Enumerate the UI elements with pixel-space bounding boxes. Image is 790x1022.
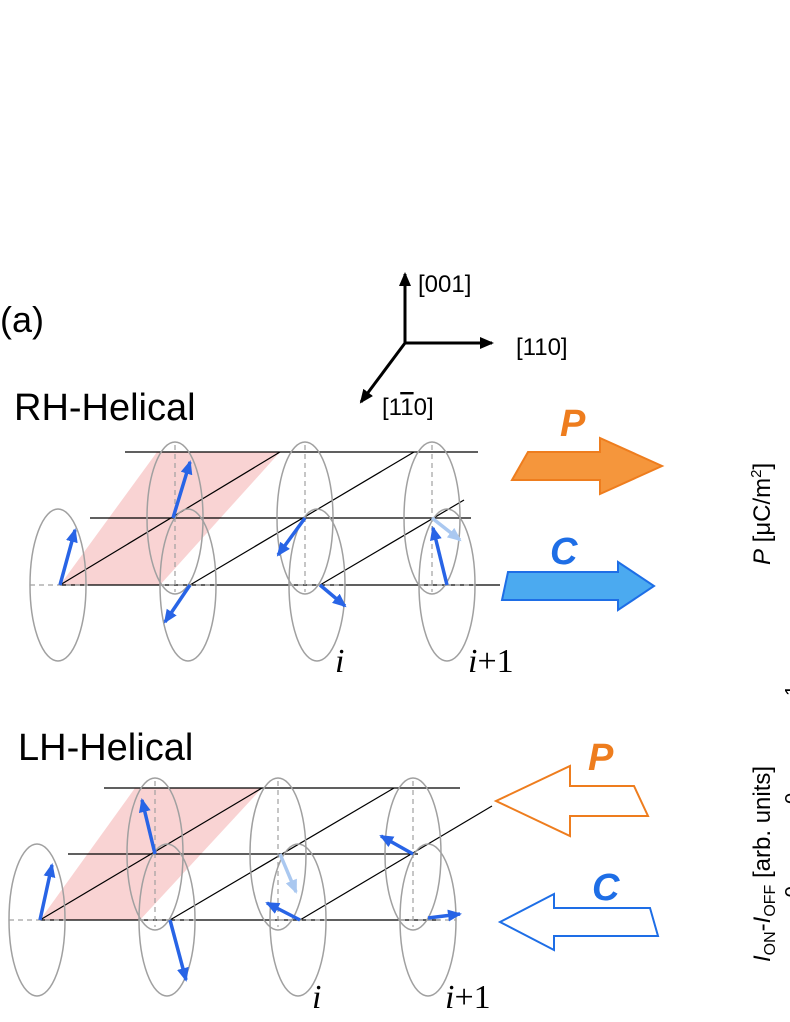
rh-spin-arrow-6 [430, 516, 462, 542]
rh-p-arrow [510, 436, 665, 496]
axis-110-label: [110] [516, 334, 568, 361]
panel-label: (a) [0, 299, 44, 340]
lh-site-i-label: i [312, 979, 321, 1016]
lh-p-label: P [588, 737, 614, 779]
lh-spin-arrow-2 [138, 798, 157, 855]
rh-site-i-label: i [335, 643, 344, 680]
intensity-tick-bottom: -0 [782, 886, 790, 904]
lh-spin-arrow-1 [38, 863, 56, 921]
lh-spin-arrow-7 [427, 909, 462, 922]
lh-site-i1-label: i+1 [445, 979, 491, 1016]
axis-001-label: [001] [418, 271, 471, 298]
rh-spin-arrow-3 [163, 584, 192, 624]
rh-site-i1-label: i+1 [468, 643, 514, 680]
rh-spin-arrow-1 [58, 528, 78, 586]
rh-spin-arrow-4 [276, 516, 307, 557]
rh-spin-arrow-2 [171, 460, 193, 519]
axis-1-10-arrow [359, 342, 407, 404]
crystal-axes: [001] [110] [110] [359, 271, 568, 421]
polarization-axis-label: P [μC/m2] [748, 463, 776, 565]
rh-c-arrow [500, 560, 656, 612]
rh-title: RH-Helical [14, 387, 196, 429]
rh-p-label: P [560, 403, 586, 445]
lh-p-arrow [493, 764, 650, 838]
rh-spin-arrow-7 [430, 526, 449, 586]
intensity-axis-label: ION-IOFF [arb. units] [749, 766, 779, 962]
lh-spin-arrow-4 [278, 853, 298, 894]
lh-c-label: C [592, 867, 620, 909]
lh-spin-arrow-5 [265, 901, 301, 922]
axis-1-10-label: [110] [382, 394, 434, 421]
rh-spin-arrow-5 [318, 583, 347, 608]
rh-helix-diagram [29, 441, 500, 662]
lh-c-arrow [497, 892, 660, 952]
intensity-tick-mid: 0 [782, 793, 790, 804]
lh-spin-arrow-6 [379, 834, 414, 856]
intensity-tick-top: 1 [782, 685, 790, 696]
lh-helix-diagram [8, 777, 493, 997]
rh-c-label: C [550, 531, 578, 573]
lh-title: LH-Helical [18, 727, 193, 769]
lh-spin-arrow-3 [168, 919, 189, 982]
